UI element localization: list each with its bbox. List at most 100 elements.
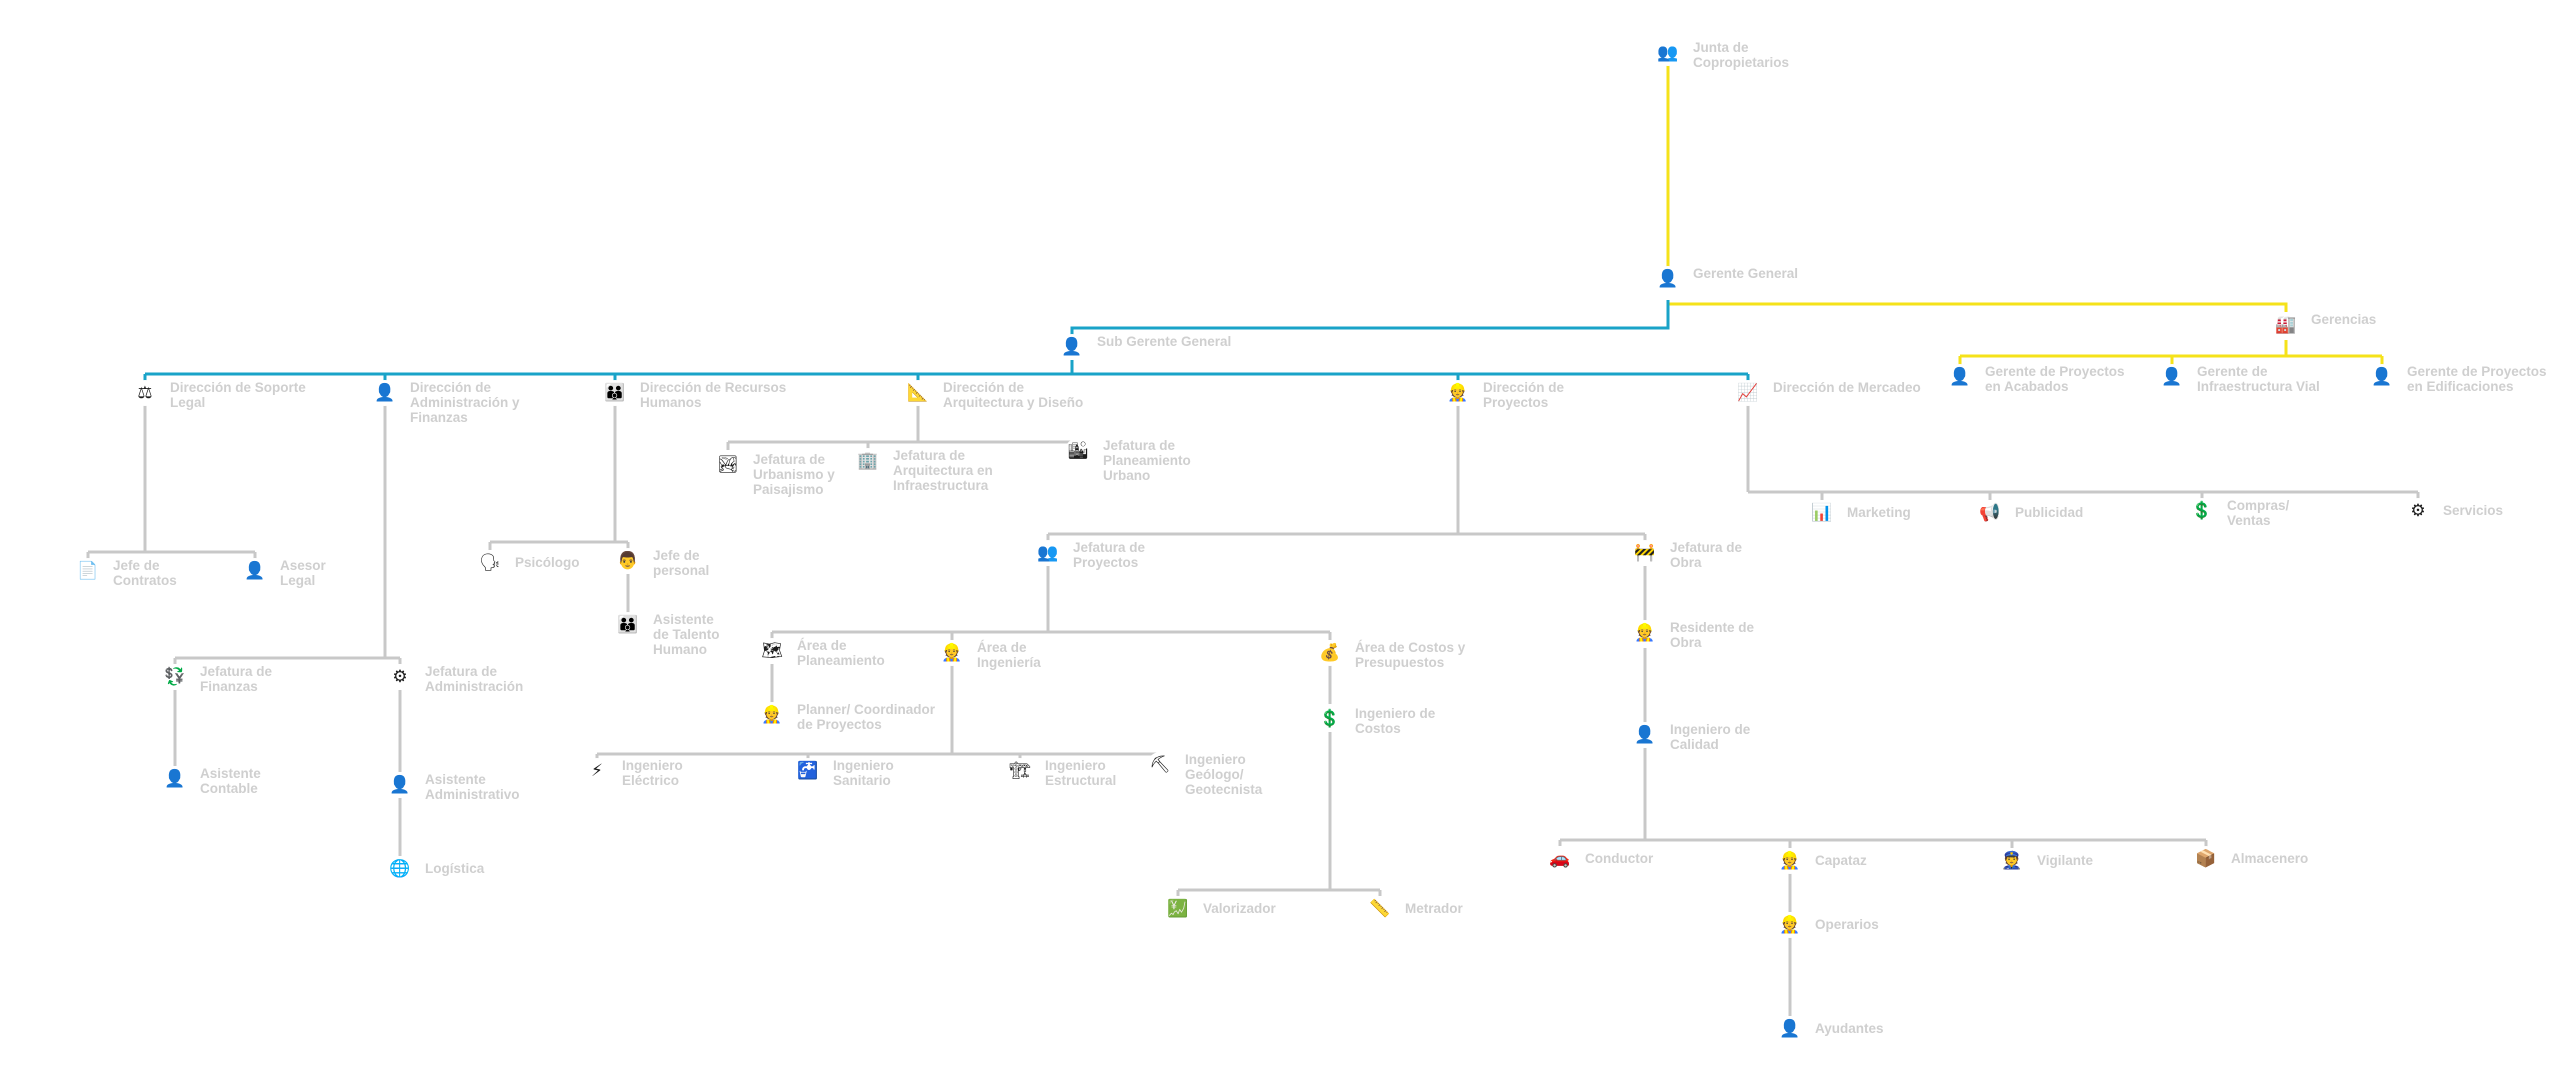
node-label: Metrador [1405,901,1463,916]
node-gerente-vial[interactable]: 👤 Gerente de Infraestructura Vial [2159,364,2347,394]
worker-icon: 👷 [759,702,785,728]
node-dir-mercadeo[interactable]: 📈 Dirección de Mercadeo [1735,380,1923,406]
node-dir-arquitectura[interactable]: 📐 Dirección de Arquitectura y Diseño [905,380,1093,410]
node-jefatura-urbanismo[interactable]: 🏞 Jefatura de Urbanismo y Paisajismo [715,452,853,497]
lawyer-icon: 👤 [242,558,268,584]
node-ing-sanitario[interactable]: 🚰 Ingeniero Sanitario [795,758,923,788]
node-almacenero[interactable]: 📦 Almacenero [2193,846,2331,872]
node-ing-geologo[interactable]: ⛏ Ingeniero Geólogo/ Geotecnista [1147,752,1285,797]
node-label: Psicólogo [515,555,580,570]
node-valorizador[interactable]: 💹 Valorizador [1165,896,1303,922]
node-ing-costos[interactable]: 💲 Ingeniero de Costos [1317,706,1445,736]
node-ing-electrico[interactable]: ⚡ Ingeniero Eléctrico [584,758,712,788]
node-junta[interactable]: 👥 Junta de Copropietarios [1655,40,1843,70]
node-label: Jefatura de Planeamiento Urbano [1103,438,1191,483]
node-ing-calidad[interactable]: 👤 Ingeniero de Calidad [1632,722,1760,752]
node-area-ingenieria[interactable]: 👷 Área de Ingeniería [939,640,1067,670]
node-label: Asistente de Talento Humano [653,612,720,657]
node-operarios[interactable]: 👷 Operarios [1777,912,1905,938]
node-jefatura-proyectos[interactable]: 👥 Jefatura de Proyectos [1035,540,1173,570]
node-area-costos[interactable]: 💰 Área de Costos y Presupuestos [1317,640,1475,670]
node-gerencias[interactable]: 🏭 Gerencias [2273,312,2461,338]
node-label: Operarios [1815,917,1879,932]
node-dir-admin-finanzas[interactable]: 👤 Dirección de Administración y Finanzas [372,380,560,425]
person-icon: 👤 [2159,364,2185,390]
people-icon: 👪 [602,380,628,406]
supervisor-icon: 👨 [615,548,641,574]
node-label: Gerente General [1693,266,1799,281]
node-asistente-administrativo[interactable]: 👤 Asistente Administrativo [387,772,535,802]
node-ing-estructural[interactable]: 🏗 Ingeniero Estructural [1007,758,1145,788]
structure-icon: 🏗 [1007,758,1033,784]
node-ayudantes[interactable]: 👤 Ayudantes [1777,1016,1905,1042]
connector-gerente-gerencias [1668,302,2288,312]
node-asistente-contable[interactable]: 👤 Asistente Contable [162,766,300,796]
node-label: Ingeniero de Calidad [1670,722,1751,752]
group-icon: 👥 [1655,40,1681,66]
node-label: Vigilante [2037,853,2094,868]
node-label: Jefatura de Administración [425,664,524,694]
legal-icon: ⚖ [132,380,158,406]
node-label: Dirección de Mercadeo [1773,380,1921,395]
node-capataz[interactable]: 👷 Capataz [1777,848,1905,874]
node-jefatura-administracion[interactable]: ⚙ Jefatura de Administración [387,664,535,694]
publicity-icon: 📢 [1977,500,2003,526]
building-icon: 🏢 [855,448,881,474]
node-label: Jefe de Contratos [113,558,177,588]
node-conductor[interactable]: 🚗 Conductor [1547,846,1685,872]
person-icon: 👤 [1947,364,1973,390]
node-psicologo[interactable]: 🗣 Psicólogo [477,550,605,576]
node-label: Sub Gerente General [1097,334,1232,349]
node-label: Jefatura de Arquitectura en Infraestruct… [893,448,993,493]
node-label: Logística [425,861,485,876]
node-asesor-legal[interactable]: 👤 Asesor Legal [242,558,350,588]
node-label: Capataz [1815,853,1867,868]
node-jefe-personal[interactable]: 👨 Jefe de personal [615,548,733,578]
node-marketing[interactable]: 📊 Marketing [1809,500,1937,526]
node-jefe-contratos[interactable]: 📄 Jefe de Contratos [75,558,213,588]
node-jefatura-planeamiento[interactable]: 🏙 Jefatura de Planeamiento Urbano [1065,438,1213,483]
node-label: Valorizador [1203,901,1276,916]
node-label: Ayudantes [1815,1021,1884,1036]
worker-icon: 👷 [1632,620,1658,646]
node-area-planeamiento[interactable]: 🗺 Área de Planeamiento [759,638,907,668]
node-label: Publicidad [2015,505,2084,520]
node-dir-rrhh[interactable]: 👪 Dirección de Recursos Humanos [602,380,790,410]
people-icon: 👪 [615,612,641,638]
node-gerente-acabados[interactable]: 👤 Gerente de Proyectos en Acabados [1947,364,2135,394]
node-label: Jefatura de Finanzas [200,664,273,694]
node-asistente-rrhh[interactable]: 👪 Asistente de Talento Humano [615,612,733,657]
node-gerente-edificaciones[interactable]: 👤 Gerente de Proyectos en Edificaciones [2369,364,2557,394]
node-gerente-general[interactable]: 👤 Gerente General [1655,266,1843,292]
node-compras-ventas[interactable]: 💲 Compras/ Ventas [2189,498,2317,528]
node-residente-obra[interactable]: 👷 Residente de Obra [1632,620,1760,650]
foreman-icon: 👷 [1777,848,1803,874]
node-vigilante[interactable]: 👮 Vigilante [1999,848,2127,874]
node-sub-gerente[interactable]: 👤 Sub Gerente General [1059,334,1247,360]
node-label: Asistente Contable [200,766,261,796]
project-director-icon: 👷 [1445,380,1471,406]
node-jefatura-finanzas[interactable]: 💱 Jefatura de Finanzas [162,664,300,694]
node-metrador[interactable]: 📏 Metrador [1367,896,1495,922]
node-dir-proyectos[interactable]: 👷 Dirección de Proyectos [1445,380,1633,410]
node-servicios[interactable]: ⚙ Servicios [2405,498,2533,524]
globe-icon: 🌐 [387,856,413,882]
node-jefatura-obra[interactable]: 🚧 Jefatura de Obra [1632,540,1760,570]
node-dir-soporte-legal[interactable]: ⚖ Dirección de Soporte Legal [132,380,320,410]
plumber-icon: 🚰 [795,758,821,784]
node-label: Conductor [1585,851,1654,866]
node-logistica[interactable]: 🌐 Logística [387,856,525,882]
node-label: Marketing [1847,505,1911,520]
node-label: Ingeniero de Costos [1355,706,1436,736]
node-label: Asistente Administrativo [425,772,520,802]
guard-icon: 👮 [1999,848,2025,874]
person-icon: 👤 [2369,364,2395,390]
node-jefatura-arquitectura-infra[interactable]: 🏢 Jefatura de Arquitectura en Infraestru… [855,448,1013,493]
manager-icon: 👤 [1655,266,1681,292]
person-icon: 👤 [372,380,398,406]
node-planner[interactable]: 👷 Planner/ Coordinador de Proyectos [759,702,937,732]
marketing-icon: 📊 [1809,500,1835,526]
person-icon: 👤 [387,772,413,798]
node-publicidad[interactable]: 📢 Publicidad [1977,500,2105,526]
